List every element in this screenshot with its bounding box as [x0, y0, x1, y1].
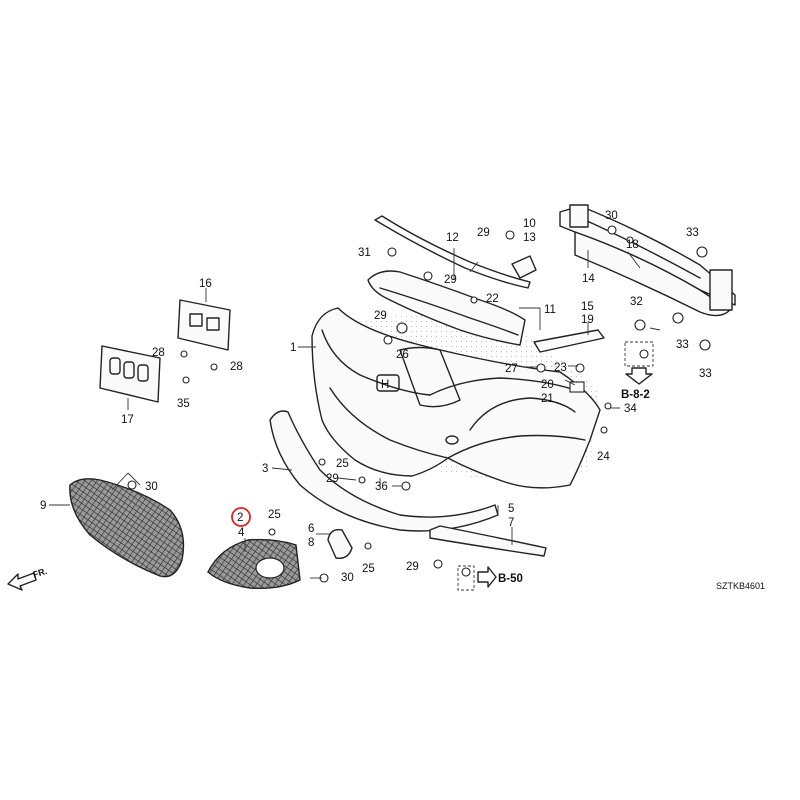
front-arrow-icon	[7, 572, 37, 591]
callout-18: 18	[626, 239, 639, 251]
callout-2: 2	[237, 512, 243, 524]
callout-30-c: 30	[341, 572, 354, 584]
callout-3: 3	[262, 463, 268, 475]
callout-1: 1	[290, 342, 296, 354]
callout-17: 17	[121, 414, 134, 426]
callout-10: 10	[523, 218, 536, 230]
callout-29-c: 29	[374, 310, 387, 322]
callout-30-a: 30	[605, 210, 618, 222]
callout-24: 24	[597, 451, 610, 463]
license-bracket	[177, 299, 231, 351]
lower-lip-spoiler	[269, 410, 499, 532]
leader-lines	[49, 248, 661, 579]
callout-29-e: 29	[406, 561, 419, 573]
b82-arrow	[625, 367, 653, 385]
callout-6: 6	[308, 523, 314, 535]
upper-absorber	[367, 270, 526, 346]
callout-7: 7	[508, 517, 514, 529]
callout-23: 23	[554, 362, 567, 374]
callout-12: 12	[446, 232, 459, 244]
b50-arrow	[477, 566, 497, 588]
callout-29-d: 29	[326, 473, 339, 485]
center-bracket	[511, 255, 537, 279]
callout-28-a: 28	[152, 347, 165, 359]
callout-19: 19	[581, 314, 594, 326]
license-base	[99, 345, 161, 403]
callout-5: 5	[508, 503, 514, 515]
callout-31: 31	[358, 247, 371, 259]
callout-33-c: 33	[699, 368, 712, 380]
b82-dashed-box	[624, 341, 654, 367]
svg-text:H: H	[381, 379, 389, 391]
callout-35: 35	[177, 398, 190, 410]
callout-labels: 1 2 3 4 5 6 7 8 9 10 11 12 13 14 15 16 1…	[40, 210, 712, 584]
callout-9: 9	[40, 500, 46, 512]
callout-27: 27	[505, 363, 518, 375]
callout-22: 22	[486, 293, 499, 305]
callout-11: 11	[544, 304, 556, 316]
front-bumper-face: H	[311, 307, 601, 489]
callout-29-a: 29	[477, 227, 490, 239]
callout-34: 34	[624, 403, 637, 415]
callout-33-a: 33	[686, 227, 699, 239]
b50-dashed-box	[457, 565, 475, 591]
lower-trim	[429, 525, 547, 557]
bumper-beam	[559, 204, 736, 317]
upper-molding-strip	[374, 215, 531, 289]
callout-13: 13	[523, 232, 536, 244]
callout-14: 14	[582, 273, 595, 285]
callout-15: 15	[581, 301, 594, 313]
diagram-code: SZTKB4601	[716, 581, 765, 591]
direction-arrow: FR.	[7, 566, 49, 591]
callout-28-b: 28	[230, 361, 243, 373]
callout-30-b: 30	[145, 481, 158, 493]
reference-b82: B-8-2	[621, 389, 650, 401]
callout-4: 4	[238, 527, 245, 539]
callout-29-b: 29	[444, 274, 457, 286]
callout-8: 8	[308, 537, 314, 549]
callout-33-b: 33	[676, 339, 689, 351]
side-spacer	[533, 329, 605, 353]
fog-light-garnish	[207, 538, 301, 590]
callout-16: 16	[199, 278, 212, 290]
highlighted-part-ring	[231, 507, 251, 527]
callout-32: 32	[630, 296, 643, 308]
side-bracket	[327, 529, 353, 559]
callout-20: 20	[541, 379, 554, 391]
direction-label: FR.	[32, 566, 49, 580]
callout-36: 36	[375, 481, 388, 493]
callout-25-b: 25	[268, 509, 281, 521]
callout-21: 21	[541, 393, 554, 405]
callout-25-a: 25	[336, 458, 349, 470]
callout-25-c: 25	[362, 563, 375, 575]
reference-b50: B-50	[498, 573, 523, 585]
fasteners	[127, 225, 711, 583]
callout-26: 26	[396, 349, 409, 361]
lower-grille	[69, 478, 185, 578]
